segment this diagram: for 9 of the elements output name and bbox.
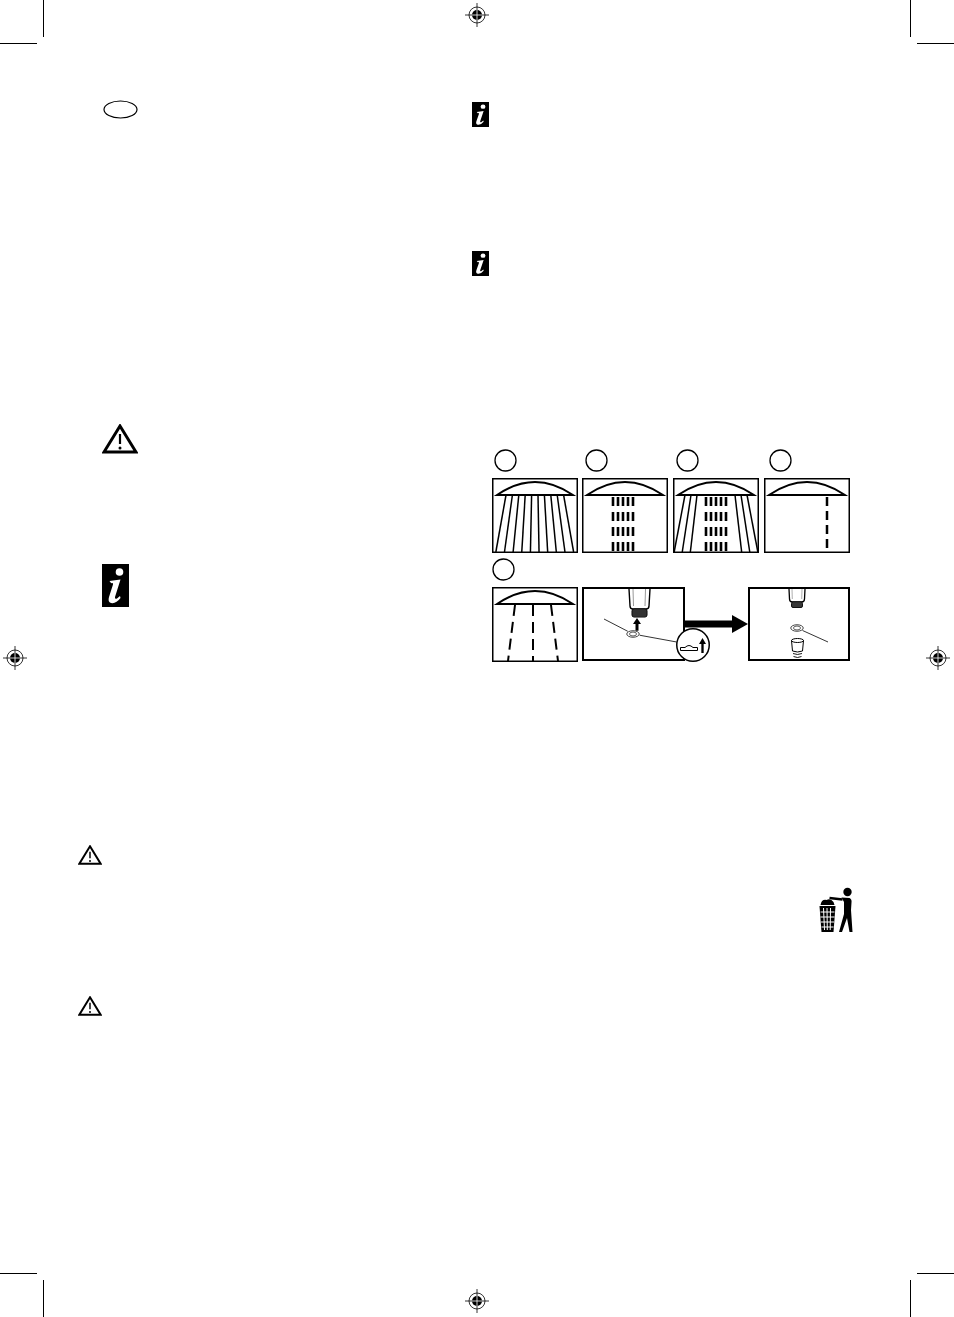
washer — [790, 624, 804, 632]
leader-line — [802, 630, 829, 643]
washer-detail-circle — [676, 628, 710, 662]
leader-line — [639, 634, 677, 643]
nozzle-panel — [748, 587, 850, 661]
nozzle-drawing — [628, 589, 651, 618]
washer — [626, 630, 640, 638]
leader-line — [603, 618, 629, 632]
arrow — [633, 618, 641, 631]
